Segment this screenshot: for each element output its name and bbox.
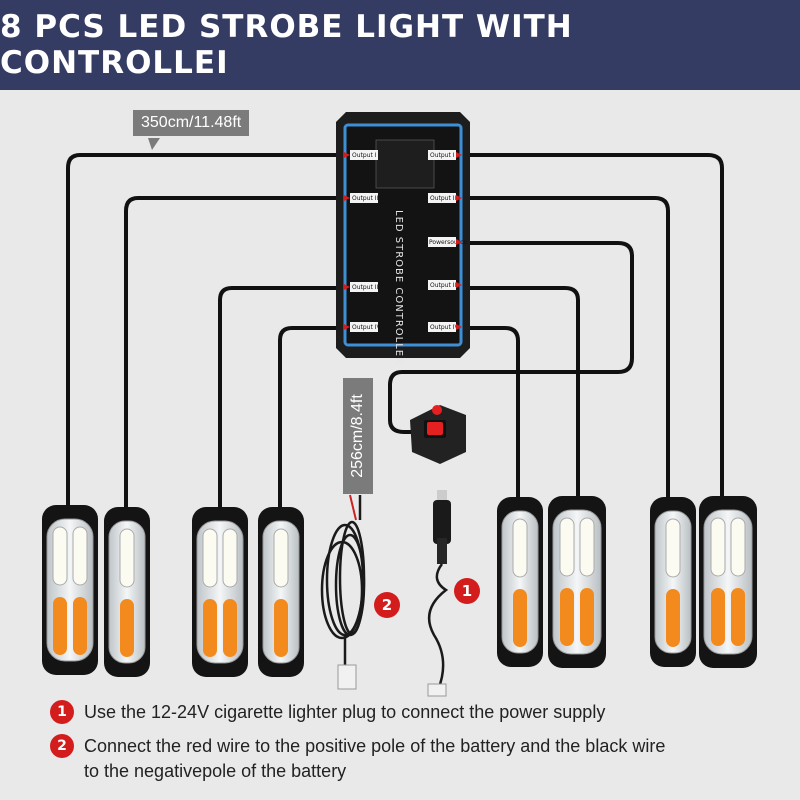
ctrl-power-label: Powersource xyxy=(429,239,467,246)
strobe-light-5 xyxy=(497,497,543,667)
ctrl-left-output-4: Output IV xyxy=(352,324,382,331)
cigarette-plug xyxy=(427,490,451,697)
controller-output-labels-left: Output I Output II Output III Output IV xyxy=(350,150,382,332)
battery-wire-coil xyxy=(320,494,366,690)
ctrl-left-output-1: Output I xyxy=(352,152,377,159)
ctrl-right-output-2: Output II xyxy=(430,195,457,202)
battery-wire-badge: 2 xyxy=(374,592,400,618)
cable-length-label: 350cm/11.48ft xyxy=(133,110,250,136)
ctrl-right-output-3: Output III xyxy=(430,282,458,289)
controller-box: Output I Output II Output III Output IV … xyxy=(336,112,470,365)
strobe-light-2 xyxy=(104,507,150,677)
strobe-light-6 xyxy=(548,496,606,668)
header-banner: 8 PCS LED STROBE LIGHT WITH CONTROLLEI xyxy=(0,0,800,90)
cable-length-pointer xyxy=(148,138,160,150)
note-2: 2 Connect the red wire to the positive p… xyxy=(50,734,684,784)
controller-output-labels-right: Output I Output II Powersource Output II… xyxy=(428,150,467,332)
note-2-badge: 2 xyxy=(50,734,74,758)
ctrl-right-output-4: Output IV xyxy=(430,324,460,331)
wire-light-8 xyxy=(463,153,724,502)
strobe-lights xyxy=(42,496,757,677)
strobe-light-3 xyxy=(192,507,248,677)
ctrl-right-output-1: Output I xyxy=(430,152,455,159)
wire-switch xyxy=(388,241,634,434)
strobe-light-4 xyxy=(258,507,304,677)
switch-cable-length-label: 256cm/8.4ft xyxy=(343,378,373,494)
wire-light-5 xyxy=(463,326,520,502)
ctrl-left-output-2: Output II xyxy=(352,195,379,202)
wire-group xyxy=(66,153,724,512)
controller-name: LED STROBE CONTROLLER xyxy=(393,210,404,365)
note-1-badge: 1 xyxy=(50,700,74,724)
strobe-light-8 xyxy=(699,496,757,668)
note-1-text: Use the 12-24V cigarette lighter plug to… xyxy=(84,702,606,722)
wire-light-6 xyxy=(463,286,580,502)
note-1: 1 Use the 12-24V cigarette lighter plug … xyxy=(50,700,764,725)
wire-light-7 xyxy=(463,196,670,502)
strobe-light-1 xyxy=(42,505,98,675)
lighter-plug-badge: 1 xyxy=(454,578,480,604)
wire-light-3 xyxy=(218,286,342,512)
wire-light-4 xyxy=(278,326,342,512)
strobe-light-7 xyxy=(650,497,696,667)
ctrl-left-output-3: Output III xyxy=(352,284,380,291)
rocker-switch xyxy=(410,405,466,464)
page-title: 8 PCS LED STROBE LIGHT WITH CONTROLLEI xyxy=(0,9,573,81)
note-2-text: Connect the red wire to the positive pol… xyxy=(84,736,666,781)
wire-light-2 xyxy=(124,196,342,512)
wire-light-1 xyxy=(66,153,342,512)
